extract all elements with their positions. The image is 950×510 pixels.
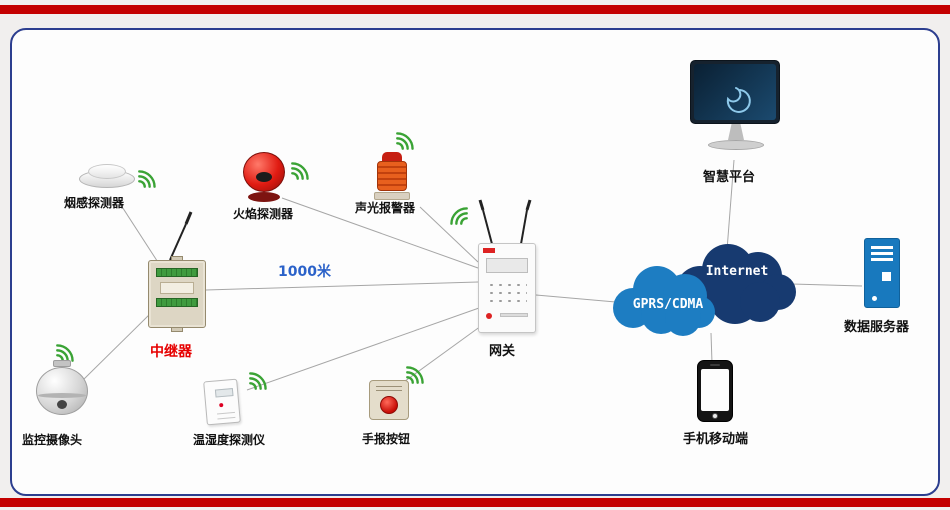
- temp-humidity-line: [217, 416, 236, 420]
- manual-call-point-text-line: [376, 390, 402, 391]
- label-data-server: 数据服务器: [844, 320, 910, 335]
- wifi-icon-flame: [291, 162, 309, 180]
- phone-speaker: [710, 364, 720, 366]
- camera-icon: [30, 360, 94, 422]
- smart-platform-monitor-icon: [688, 60, 784, 160]
- camera-lens: [57, 400, 67, 409]
- gateway-slot: [500, 313, 528, 317]
- server-led: [872, 296, 877, 301]
- gateway-led: [486, 313, 492, 319]
- camera-mount: [53, 360, 71, 367]
- label-gateway: 网关: [489, 344, 516, 359]
- gateway-display: [486, 258, 528, 273]
- repeater-icon: [148, 256, 206, 332]
- wifi-icon-smoke: [138, 170, 156, 188]
- bottom-red-bar: [0, 498, 950, 507]
- phone-screen: [701, 369, 729, 411]
- wifi-icon-gateway: [450, 207, 468, 225]
- gateway-brand-mark: [483, 248, 495, 253]
- temp-humidity-panel: [203, 378, 241, 426]
- label-camera: 监控摄像头: [22, 433, 83, 447]
- server-slot: [871, 246, 893, 249]
- temp-humidity-led: [219, 402, 224, 408]
- wifi-icon-soundlight: [396, 132, 414, 150]
- temp-humidity-icon: [202, 378, 242, 428]
- monitor-base: [708, 140, 764, 150]
- server-port: [882, 272, 891, 281]
- sound-light-body: [377, 161, 407, 191]
- repeater-terminal-top: [156, 268, 198, 277]
- label-flame-detector: 火焰探测器: [233, 207, 294, 221]
- temp-humidity-line: [216, 411, 236, 415]
- label-temp-humidity: 温湿度探测仪: [193, 433, 266, 447]
- internet-cloud-label: Internet: [705, 264, 769, 279]
- label-smoke-detector: 烟感探测器: [64, 196, 125, 210]
- repeater-label-plate: [160, 282, 194, 294]
- monitor-glass: [694, 64, 776, 120]
- sound-light-base: [374, 192, 410, 200]
- data-server-icon: [864, 238, 900, 308]
- label-distance: 1000米: [278, 264, 331, 280]
- flame-detector-lens: [256, 172, 272, 182]
- monitor-stand: [728, 124, 744, 140]
- gprs-cloud-label: GPRS/CDMA: [632, 297, 704, 312]
- top-red-bar: [0, 5, 950, 14]
- server-slot: [871, 252, 893, 255]
- manual-call-point-text-line: [376, 386, 402, 387]
- label-mobile-client: 手机移动端: [683, 432, 749, 447]
- server-slot: [871, 258, 893, 261]
- label-manual-call-point: 手报按钮: [362, 432, 411, 446]
- gateway-icon: [478, 243, 536, 333]
- flame-detector-base: [248, 192, 280, 202]
- label-repeater: 中继器: [150, 344, 192, 360]
- monitor-swirl: [726, 87, 751, 113]
- label-sound-light-alarm: 声光报警器: [355, 201, 416, 215]
- mobile-phone-icon: [697, 360, 733, 422]
- sound-light-alarm-icon: [374, 152, 410, 200]
- smoke-detector-icon: [78, 158, 136, 188]
- flame-detector-icon: [238, 150, 290, 202]
- label-smart-platform: 智慧平台: [703, 170, 756, 185]
- phone-home-button: [712, 413, 718, 419]
- wifi-icon-manualbutton: [406, 366, 424, 384]
- camera-band: [38, 393, 86, 398]
- smoke-detector-dome: [88, 164, 126, 179]
- wifi-icon-temphumidity: [249, 372, 267, 390]
- manual-call-point-button: [380, 396, 398, 414]
- sound-light-cap: [382, 152, 402, 162]
- gateway-keypad: [487, 281, 527, 305]
- repeater-terminal-middle: [156, 298, 198, 307]
- manual-call-point-icon: [368, 378, 410, 422]
- temp-humidity-display: [214, 388, 234, 398]
